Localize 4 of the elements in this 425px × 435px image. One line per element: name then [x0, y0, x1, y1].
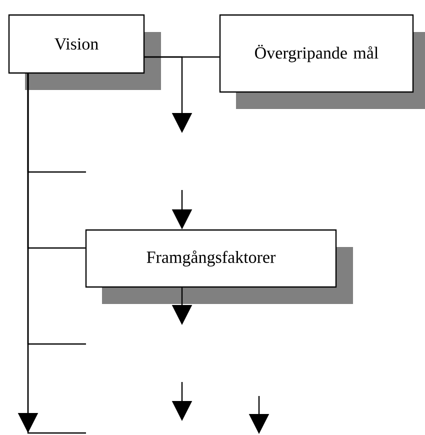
- process-box: Framgångsfaktorer: [85, 229, 353, 304]
- connector-line: [27, 74, 86, 434]
- process-box: Övergripande mål: [219, 14, 425, 109]
- process-box: Vision: [8, 14, 161, 90]
